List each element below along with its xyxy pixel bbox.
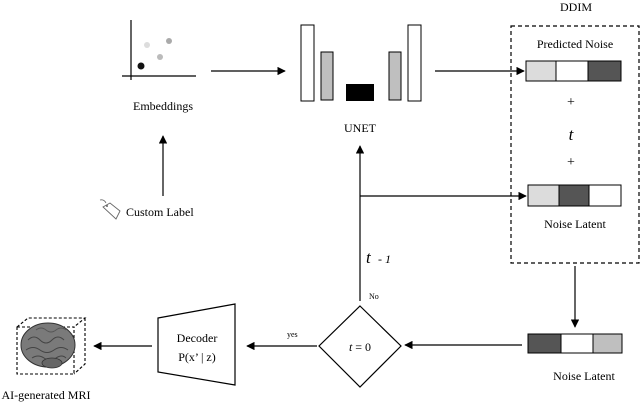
minus-one-label: - 1 bbox=[378, 252, 391, 266]
unet-bottleneck bbox=[346, 84, 374, 101]
tensor-cell bbox=[588, 184, 622, 207]
plus-top: + bbox=[567, 95, 575, 110]
noise-latent-inner-tensor bbox=[527, 184, 622, 207]
tag-icon bbox=[99, 199, 121, 220]
unet-bar bbox=[300, 24, 315, 102]
yes-label: yes bbox=[287, 330, 298, 339]
ddim-box bbox=[510, 25, 640, 264]
embedding-point bbox=[166, 38, 172, 44]
output-label: AI-generated MRI bbox=[2, 388, 91, 402]
tensor-cell bbox=[525, 60, 557, 82]
no-label: No bbox=[369, 292, 379, 301]
tensor-cell bbox=[560, 333, 594, 354]
custom-label-text: Custom Label bbox=[126, 205, 194, 219]
tensor-cell bbox=[527, 333, 562, 354]
tensor-cell bbox=[558, 184, 590, 207]
condition-diamond bbox=[318, 305, 402, 388]
plus-bottom: + bbox=[567, 155, 575, 170]
decoder-formula: P(x’ | z) bbox=[178, 350, 216, 364]
predicted-noise-tensor bbox=[525, 60, 622, 82]
noise-latent-inner-label: Noise Latent bbox=[544, 217, 606, 231]
t-symbol: t bbox=[569, 125, 575, 144]
embedding-point bbox=[137, 62, 145, 70]
decoder-label: Decoder bbox=[177, 331, 218, 345]
tensor-cell bbox=[555, 60, 589, 82]
decoder-block bbox=[157, 303, 236, 386]
embedding-point bbox=[157, 54, 163, 60]
embedding-point bbox=[144, 42, 150, 48]
unet-bar bbox=[407, 24, 422, 102]
unet-label: UNET bbox=[344, 121, 377, 135]
unet-bar bbox=[388, 51, 402, 101]
tensor-cell bbox=[527, 184, 560, 207]
mri-brain-icon bbox=[16, 317, 87, 375]
t-minus-symbol: t bbox=[366, 248, 372, 267]
predicted-noise-label: Predicted Noise bbox=[537, 37, 613, 51]
unet-bar bbox=[320, 51, 334, 101]
embeddings-plot bbox=[122, 20, 196, 80]
tensor-cell bbox=[592, 333, 623, 354]
unet-block bbox=[300, 24, 422, 102]
tensor-cell bbox=[587, 60, 622, 82]
noise-latent-bottom-tensor bbox=[527, 333, 623, 354]
noise-latent-bottom-label: Noise Latent bbox=[553, 369, 615, 383]
ddim-title: DDIM bbox=[560, 0, 592, 14]
embeddings-label: Embeddings bbox=[133, 99, 193, 113]
condition-text: t = 0 bbox=[349, 340, 371, 354]
